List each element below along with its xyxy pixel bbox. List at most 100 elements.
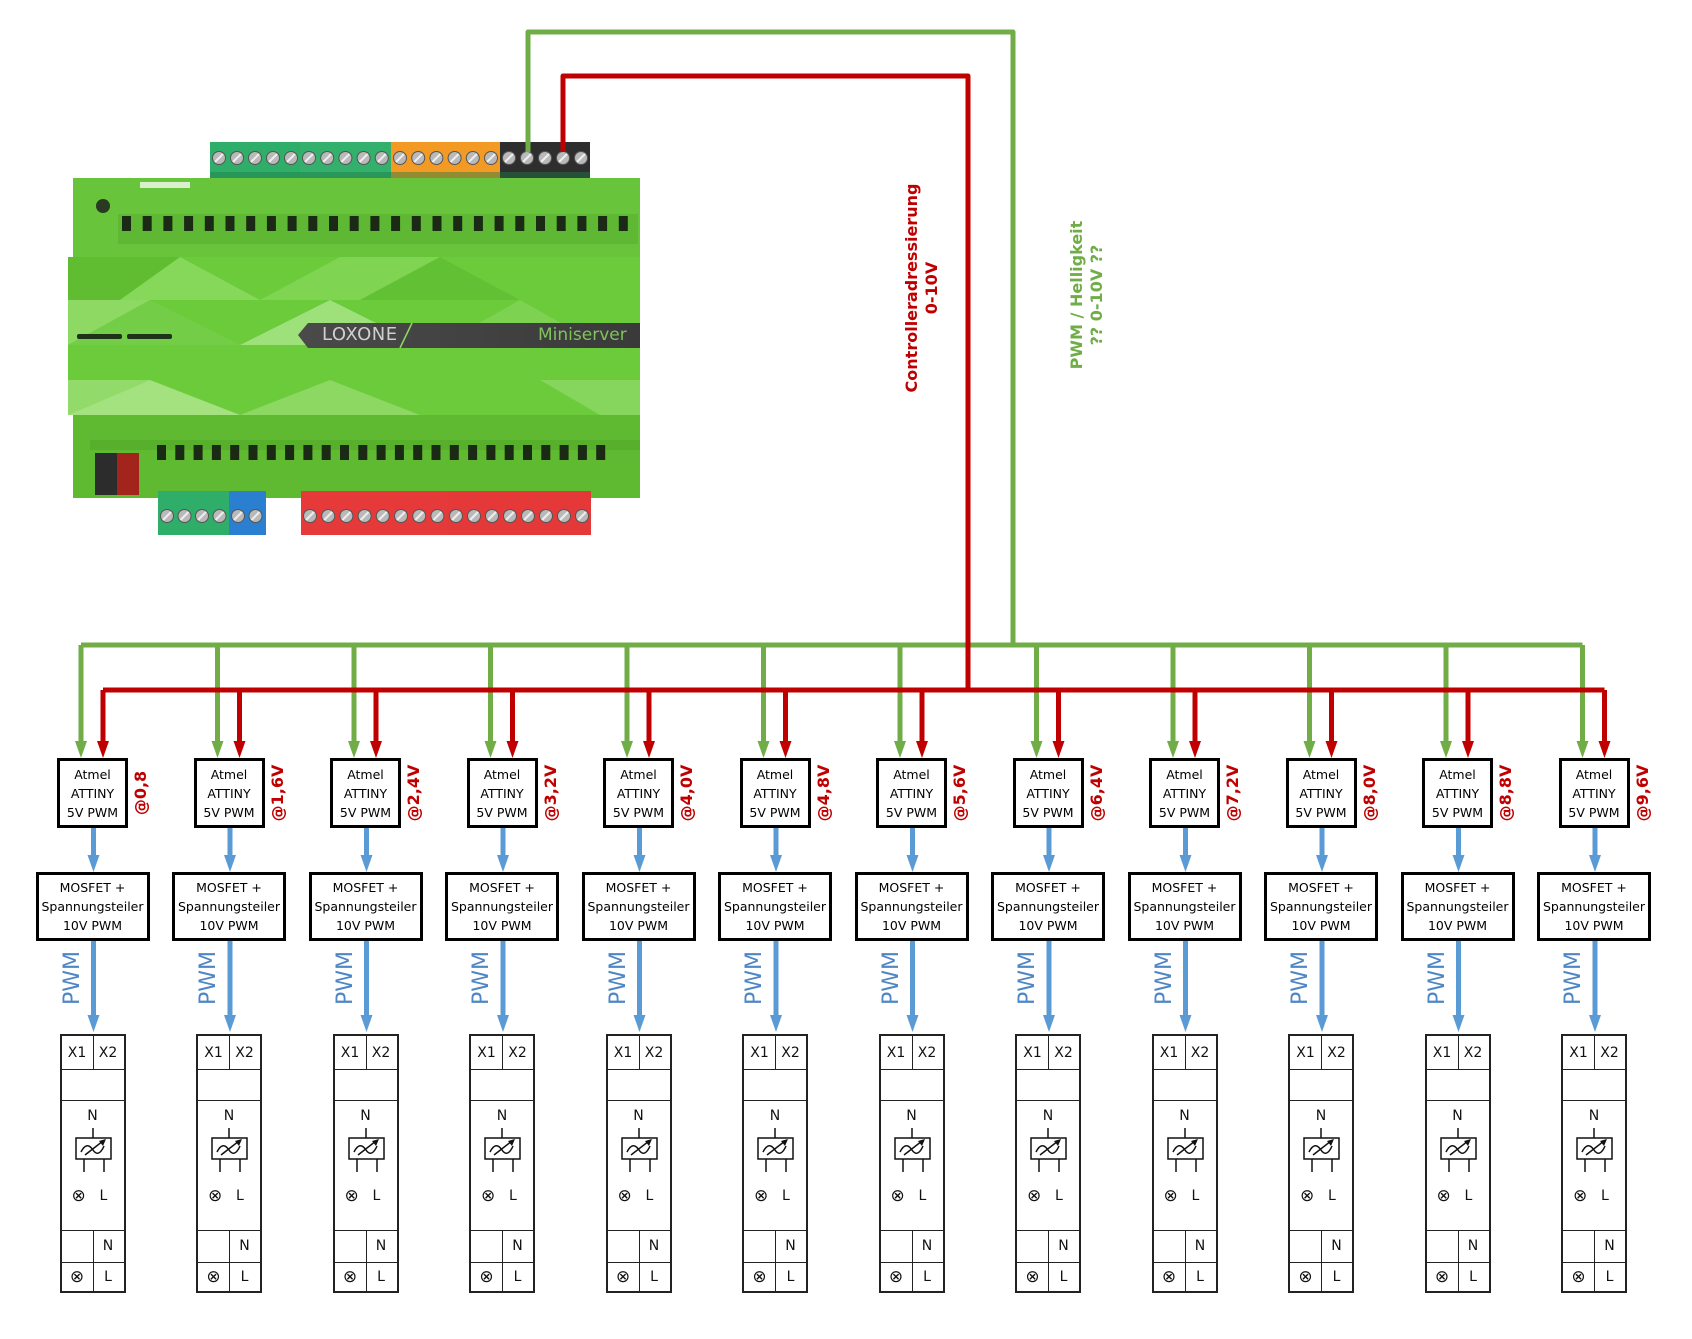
top-vents (122, 216, 628, 231)
vent-slot (340, 445, 349, 460)
control-arrowhead (233, 741, 246, 758)
dimmer-symbol-icon (893, 1128, 931, 1172)
pwm-arrowhead (1179, 1015, 1192, 1032)
terminal-n-top: N (1315, 1108, 1327, 1124)
address-label: @8,0V (1359, 764, 1379, 822)
pwm-arrowhead (224, 1015, 236, 1032)
address-label: @2,4V (404, 764, 423, 822)
pwm-arrowhead (1316, 1015, 1328, 1032)
pwm-arrowhead (484, 741, 497, 758)
controller-line: ATTINY (1435, 785, 1480, 801)
controller-line: 5V PWM (476, 804, 528, 820)
controller-box: Atmel ATTINY 5V PWM (1285, 758, 1357, 828)
vent-slot (321, 445, 331, 460)
driver-line: MOSFET + (1288, 880, 1354, 895)
dimmer-symbol-icon (1166, 1128, 1204, 1172)
terminal-x2: X2 (1190, 1045, 1210, 1061)
terminal-n-bottom: N (239, 1238, 250, 1254)
dimmer-symbol-icon (484, 1128, 521, 1172)
signal-arrowhead (1452, 855, 1465, 872)
controller-line: ATTINY (1572, 785, 1616, 801)
lamp-icon: ⊗ (71, 1186, 86, 1206)
controller-line: ATTINY (480, 785, 524, 801)
terminal-x1: X1 (613, 1045, 633, 1061)
controller-line: 5V PWM (339, 804, 392, 820)
driver-line: MOSFET + (332, 880, 399, 895)
pwm-arrowhead (633, 1015, 646, 1032)
driver-line: Spannungsteiler (314, 899, 417, 914)
driver-line: MOSFET + (1015, 880, 1081, 895)
driver-line: MOSFET + (1151, 880, 1218, 895)
controller-line: Atmel (74, 766, 111, 782)
terminal-n-bottom: N (375, 1238, 387, 1254)
terminal-x2: X2 (1327, 1045, 1346, 1061)
control-arrowhead (1598, 741, 1611, 758)
signal-arrowhead (633, 855, 646, 872)
address-label: @5,6V (950, 764, 969, 822)
terminal-l-bottom: L (104, 1268, 112, 1285)
controller-box: Atmel ATTINY 5V PWM (603, 758, 674, 828)
driver-box: MOSFET + Spannungsteiler 10V PWM (581, 872, 696, 941)
controller-box: Atmel ATTINY 5V PWM (193, 758, 265, 828)
pwm-signal-label: PWM (332, 951, 358, 1006)
lamp-icon: ⊗ (752, 1266, 767, 1287)
controller-box: Atmel ATTINY 5V PWM (1149, 758, 1220, 828)
dimmer-symbol-icon (74, 1128, 112, 1172)
terminal-x2: X2 (644, 1045, 664, 1061)
lamp-icon: ⊗ (615, 1266, 631, 1287)
terminal-x2: X2 (1463, 1045, 1483, 1061)
driver-line: MOSFET + (196, 880, 262, 895)
pwm-arrowhead (894, 741, 906, 758)
controller-line: 5V PWM (1022, 804, 1074, 820)
driver-line: 10V PWM (1564, 918, 1624, 933)
control-wire-label-line2: 0-10V (922, 261, 941, 315)
signal-arrowhead (497, 855, 509, 872)
control-wire-label: Controlleradressierung 0-10V (902, 183, 948, 393)
dimmer-module: X1 X2 N ⊗ L (605, 1034, 672, 1293)
lamp-icon: ⊗ (69, 1266, 85, 1287)
dimmer-module: X1 X2 N ⊗ L (742, 1034, 808, 1293)
controller-box: Atmel ATTINY 5V PWM (466, 758, 538, 828)
dimmer-module: X1 X2 N ⊗ L (1424, 1034, 1491, 1293)
terminal-l-bottom: L (513, 1268, 522, 1285)
driver-line: 10V PWM (745, 918, 805, 933)
vent-slot (468, 445, 478, 460)
controller-line: Atmel (1575, 766, 1613, 782)
controller-line: 5V PWM (203, 804, 255, 820)
dimmer-symbol-icon (757, 1128, 794, 1172)
lamp-icon: ⊗ (888, 1266, 904, 1287)
bottom-terminal-screws (160, 509, 589, 523)
driver-line: 10V PWM (62, 918, 123, 933)
vent-slot (329, 216, 338, 231)
pwm-arrowhead (757, 741, 770, 758)
terminal-x2: X2 (98, 1045, 118, 1061)
controller-box: Atmel ATTINY 5V PWM (1558, 758, 1630, 828)
vent-slot (266, 445, 276, 460)
signal-arrowhead (224, 855, 236, 872)
controller-line: 5V PWM (749, 804, 801, 820)
signal-arrowhead (87, 855, 100, 872)
terminal-n-bottom: N (1331, 1238, 1342, 1254)
terminal-l-mid: L (1601, 1188, 1609, 1204)
control-wire-label-line1: Controlleradressierung (902, 183, 921, 393)
controller-line: ATTINY (1299, 785, 1343, 801)
terminal-n-top: N (906, 1108, 917, 1124)
terminal-l-mid: L (372, 1188, 381, 1204)
terminal-l-mid: L (1191, 1188, 1200, 1204)
vent-slot (303, 445, 313, 460)
pwm-signal-label: PWM (605, 951, 631, 1006)
terminal-x1: X1 (750, 1045, 769, 1061)
terminal-l-bottom: L (923, 1268, 931, 1285)
terminal-l-mid: L (918, 1188, 927, 1204)
driver-line: 10V PWM (199, 918, 259, 933)
pwm-arrowhead (621, 741, 633, 758)
terminal-x1: X1 (886, 1045, 906, 1061)
pwm-signal-label: PWM (1015, 951, 1040, 1006)
pwm-arrowhead (1452, 1015, 1465, 1032)
vent-slot (225, 216, 235, 231)
label-strip (298, 323, 640, 348)
terminal-n-top: N (1042, 1108, 1054, 1124)
controller-line: Atmel (210, 766, 248, 782)
pwm-signal-label: PWM (59, 951, 85, 1006)
